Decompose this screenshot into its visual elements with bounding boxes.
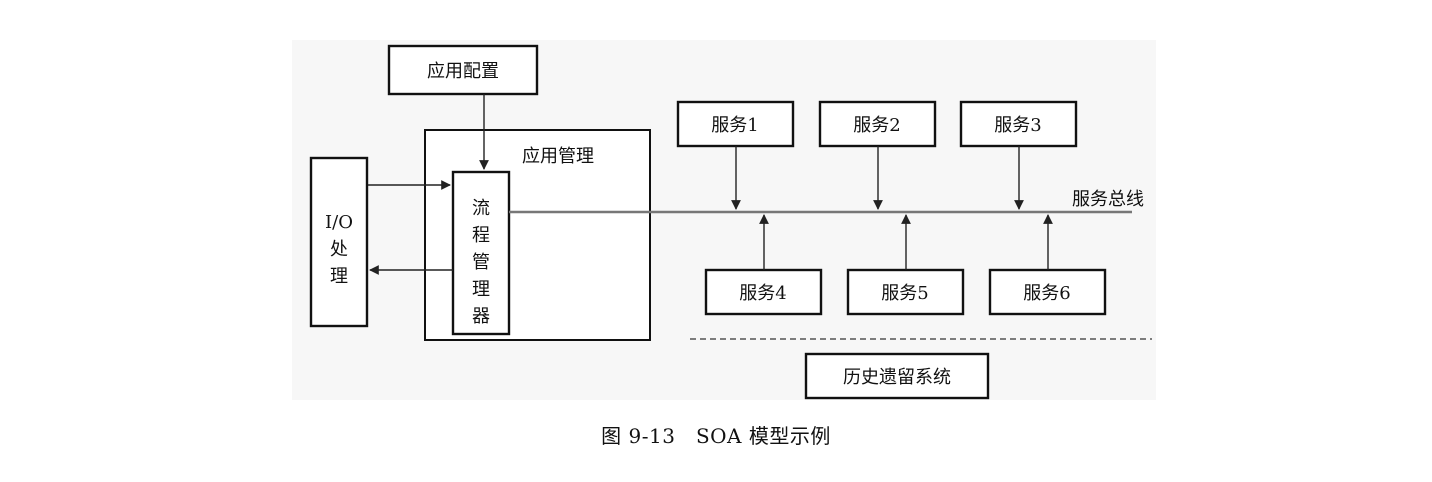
flow-manager-char: 流	[472, 198, 490, 219]
flow-manager-char: 器	[472, 306, 490, 327]
service-label-2: 服务2	[853, 115, 900, 136]
io-processing-char: 处	[330, 239, 348, 260]
service-label-4: 服务4	[739, 283, 786, 304]
service-box-1	[676, 100, 795, 148]
legacy-systems-box	[804, 352, 990, 400]
app-config-box	[387, 44, 539, 96]
io-processing-char: I/O	[325, 212, 353, 233]
service-label-1: 服务1	[711, 115, 758, 136]
service-label-6: 服务6	[1023, 283, 1070, 304]
app-management-label: 应用管理	[522, 146, 594, 167]
app-config-label: 应用配置	[427, 61, 499, 82]
figure-caption: 图 9-13 SOA 模型示例	[601, 424, 831, 448]
io-processing-box	[309, 156, 369, 328]
service-box-6	[988, 268, 1107, 316]
legacy-systems-label: 历史遗留系统	[843, 367, 951, 388]
io-processing-char: 理	[330, 266, 348, 287]
flow-manager-char: 理	[472, 279, 490, 300]
flow-manager-char: 管	[472, 252, 490, 273]
flow-manager-char: 程	[472, 225, 490, 246]
service-box-4	[704, 268, 823, 316]
flow-manager-box	[451, 170, 511, 336]
service-bus-label: 服务总线	[1072, 189, 1144, 210]
service-label-3: 服务3	[994, 115, 1041, 136]
service-box-3	[959, 100, 1078, 148]
service-label-5: 服务5	[881, 283, 928, 304]
service-box-2	[818, 100, 937, 148]
